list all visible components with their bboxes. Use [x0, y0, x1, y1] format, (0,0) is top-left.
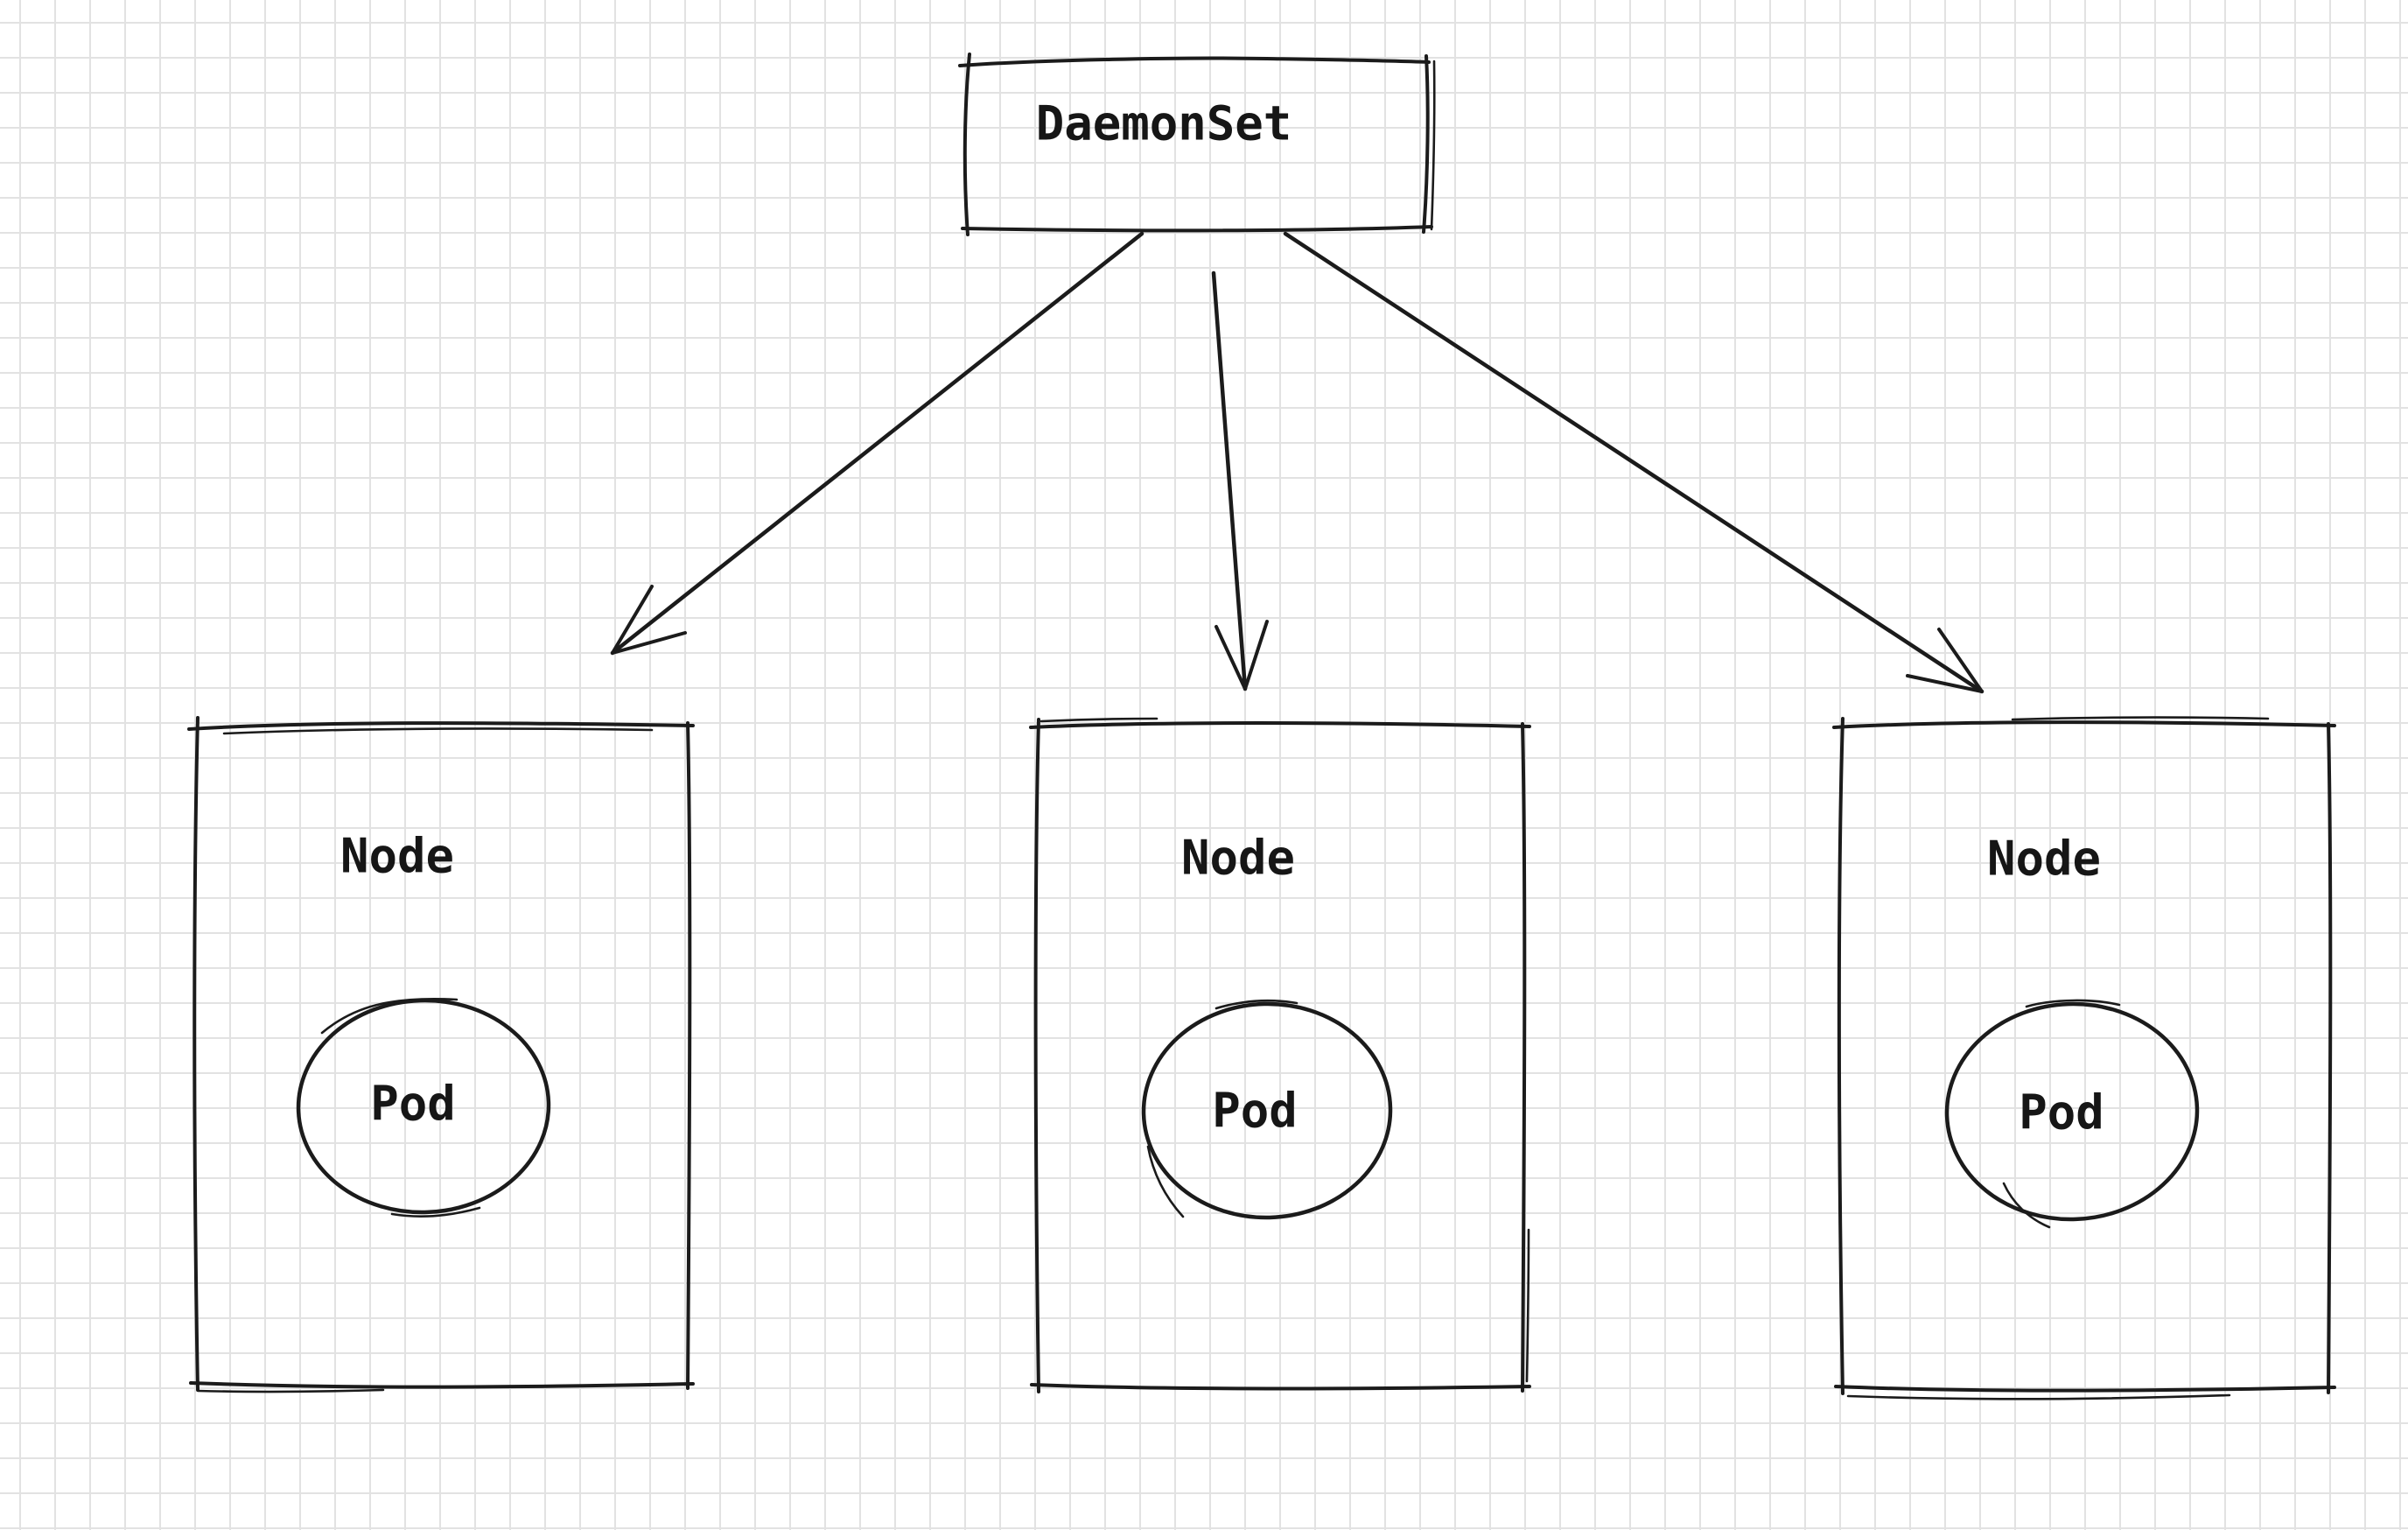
- node-2-box: [1029, 717, 1531, 1393]
- pod-1-label: Pod: [370, 1076, 456, 1132]
- daemonset-label: DaemonSet: [1035, 95, 1292, 151]
- daemonset-box: [958, 53, 1436, 236]
- node-1-label: Node: [340, 828, 455, 884]
- pod-2-circle: [1141, 1000, 1393, 1220]
- pod-2-label: Pod: [1212, 1083, 1298, 1139]
- node-2-label: Node: [1180, 830, 1296, 886]
- pod-3-label: Pod: [2019, 1084, 2104, 1140]
- arrow-daemonset-to-node-2: [1211, 270, 1269, 691]
- node-3-box: [1832, 716, 2336, 1400]
- node-1-box: [187, 716, 695, 1393]
- arrow-daemonset-to-node-1: [610, 231, 1144, 656]
- pod-3-circle: [1944, 999, 2200, 1229]
- node-3-label: Node: [1986, 831, 2102, 887]
- arrow-daemonset-to-node-3: [1283, 231, 1984, 694]
- pod-1-circle: [296, 997, 551, 1218]
